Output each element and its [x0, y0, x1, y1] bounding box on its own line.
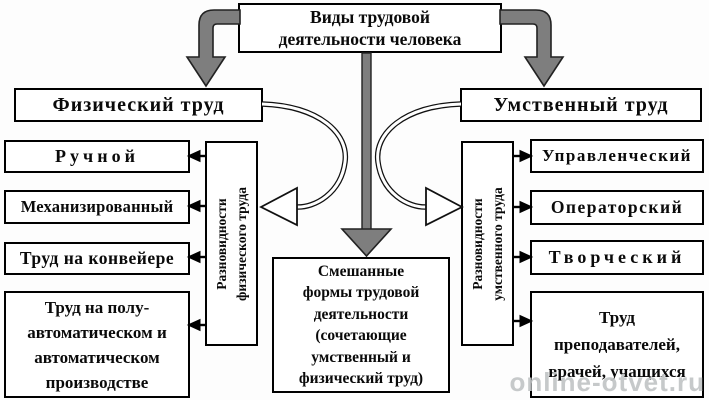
- title-text: Виды трудовой деятельности человека: [278, 7, 462, 49]
- mental-labor-header-label: Умственный труд: [493, 93, 669, 116]
- arrow-title-to-physical: [185, 9, 241, 88]
- mental-item-label: Творческий: [548, 247, 686, 268]
- mental-labor-header-box: Умственный труд: [460, 88, 702, 122]
- physical-labor-header-box: Физический труд: [14, 88, 263, 122]
- physical-varieties-label: Разновидности физического труда: [213, 186, 249, 301]
- mental-item-label: Управленческий: [542, 146, 692, 166]
- physical-varieties-box: Разновидности физического труда: [205, 141, 258, 346]
- physical-item-conveyor-box: Труд на конвейере: [4, 242, 190, 275]
- mental-item-creative-box: Творческий: [530, 240, 704, 275]
- mixed-forms-box: Смешанные формы трудовой деятельности (с…: [272, 257, 450, 393]
- connector-arrows-left: [186, 149, 206, 332]
- physical-item-mechanized-box: Механизированный: [4, 190, 190, 224]
- mental-item-managerial-box: Управленческий: [530, 139, 704, 173]
- mental-item-operator-box: Операторский: [530, 190, 704, 225]
- mental-item-teachers-box: Труд преподавателей, врачей, учащихся: [530, 291, 704, 398]
- physical-item-label: Механизированный: [20, 196, 174, 216]
- title-box: Виды трудовой деятельности человека: [238, 3, 502, 53]
- physical-item-label: Труд на конвейере: [19, 247, 175, 268]
- curved-arrow-mental: [374, 101, 464, 227]
- physical-item-label: Ручной: [55, 146, 139, 167]
- physical-labor-header-label: Физический труд: [52, 93, 225, 116]
- mixed-forms-label: Смешанные формы трудовой деятельности (с…: [298, 262, 424, 388]
- curved-arrow-physical: [259, 101, 349, 227]
- watermark: online-otvet.ru: [509, 367, 705, 397]
- arrow-title-to-mental: [499, 9, 565, 88]
- mental-varieties-box: Разновидности умственного труда: [461, 141, 514, 346]
- mental-varieties-label: Разновидности умственного труда: [469, 186, 505, 301]
- mental-item-label: Труд преподавателей, врачей, учащихся: [548, 308, 686, 381]
- physical-item-automated-box: Труд на полу- автоматическом и автоматич…: [4, 291, 190, 398]
- arrow-title-to-mixed-head: [340, 228, 393, 258]
- mental-item-label: Операторский: [550, 196, 684, 217]
- physical-item-label: Труд на полу- автоматическом и автоматич…: [27, 297, 167, 392]
- arrow-title-to-mixed-shaft: [361, 52, 372, 231]
- physical-item-manual-box: Ручной: [4, 140, 190, 173]
